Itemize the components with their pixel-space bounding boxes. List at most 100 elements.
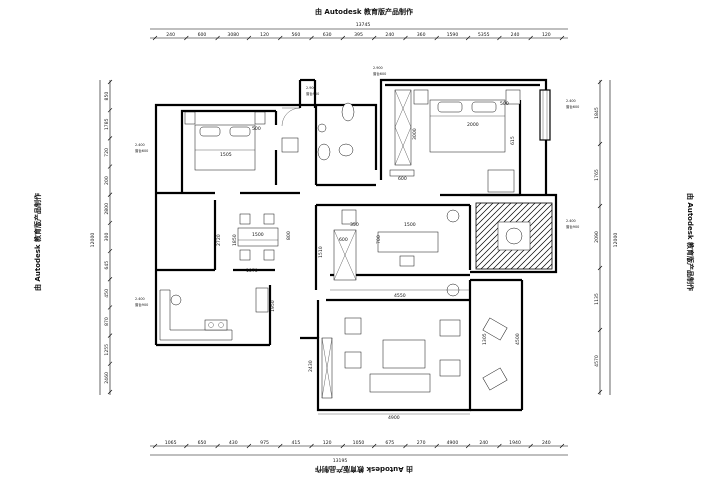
svg-text:3000: 3000 (412, 128, 418, 140)
left-dimension-lines: 12000 8501785720200280030064545087012552… (90, 79, 113, 395)
svg-text:800: 800 (286, 231, 292, 240)
bottom-dim-segment-label: 415 (291, 440, 300, 446)
bottom-dim-tick (309, 443, 314, 449)
left-dim-tick (107, 192, 113, 197)
right-dim-segment-label: 1135 (594, 293, 600, 305)
study-desk (377, 209, 460, 267)
top-dim-segment-label: 120 (260, 32, 269, 38)
svg-text:600: 600 (339, 237, 348, 243)
bottom-dim-tick (497, 443, 502, 449)
top-dim-tick (528, 35, 533, 41)
left-total-dim: 12000 (90, 233, 96, 248)
bottom-dim-tick (152, 443, 158, 449)
right-dim-tick (597, 389, 603, 395)
top-dim-tick (403, 35, 408, 41)
bottom-total-dim: 13195 (333, 458, 348, 464)
svg-text:2.900: 2.900 (306, 86, 316, 90)
svg-text:1950: 1950 (270, 300, 276, 312)
right-dim-segment-label: 4570 (594, 355, 600, 367)
top-dim-segment-label: 240 (166, 32, 175, 38)
left-dim-segment-label: 1255 (104, 344, 110, 356)
elevation-tags: 2.900 窗台900 2.900 窗台600 2.400 窗台600 2.40… (135, 66, 579, 307)
right-total-dim: 12000 (613, 233, 619, 248)
elevation-tag-3: 2.400 窗台600 (135, 143, 148, 153)
elevation-tag-6: 2.400 窗台900 (566, 219, 579, 229)
svg-text:4500: 4500 (515, 333, 521, 345)
svg-text:500: 500 (252, 126, 261, 132)
svg-text:500: 500 (500, 101, 509, 107)
svg-text:1850: 1850 (232, 234, 238, 246)
svg-text:2720: 2720 (216, 234, 222, 246)
elevation-tag-5: 2.400 窗台600 (566, 99, 579, 109)
bottom-dim-tick (371, 443, 377, 449)
top-dim-tick (152, 35, 158, 41)
bathroom-fixtures (281, 102, 355, 161)
svg-text:窗台900: 窗台900 (306, 91, 319, 96)
dining-table (237, 213, 279, 261)
right-dim-tick (597, 327, 603, 333)
bottom-dim-segment-label: 650 (198, 440, 207, 446)
bottom-dim-tick (278, 443, 283, 449)
master-bed (389, 89, 521, 193)
left-dim-tick (107, 333, 113, 338)
left-dim-tick (107, 79, 113, 85)
right-dim-segment-label: 2090 (594, 231, 600, 243)
top-dim-tick (278, 35, 283, 41)
left-dim-segment-label: 2800 (104, 203, 110, 215)
svg-text:2.400: 2.400 (135, 297, 145, 301)
left-dim-segment-label: 300 (104, 233, 110, 242)
left-dim-segment-label: 1785 (104, 118, 110, 130)
top-dim-tick (215, 35, 220, 41)
wardrobes (321, 89, 412, 399)
kitchen-counter (159, 287, 269, 341)
svg-text:2000: 2000 (467, 122, 479, 128)
top-dim-segment-label: 1590 (447, 32, 459, 38)
elevation-tag-1: 2.900 窗台900 (306, 86, 319, 96)
bottom-dim-segment-label: 1050 (353, 440, 365, 446)
svg-text:1305: 1305 (482, 333, 488, 345)
bottom-dim-tick (403, 443, 408, 449)
watermark-top: 由 Autodesk 教育版产品制作 (315, 7, 413, 16)
top-dim-segment-label: 560 (291, 32, 300, 38)
left-dim-segment-label: 850 (104, 92, 110, 101)
bottom-dim-segment-label: 430 (229, 440, 238, 446)
bottom-dim-tick (246, 443, 252, 449)
svg-text:2.400: 2.400 (566, 99, 576, 103)
bottom-dim-segment-label: 270 (417, 440, 426, 446)
top-dim-segment-label: 120 (542, 32, 551, 38)
top-dim-tick (184, 35, 189, 41)
top-dim-segment-label: 600 (198, 32, 207, 38)
bottom-dim-segment-label: 4900 (447, 440, 459, 446)
second-bed (184, 111, 266, 171)
top-dim-tick (465, 35, 471, 41)
svg-text:1510: 1510 (318, 246, 324, 258)
svg-text:2430: 2430 (308, 360, 314, 372)
top-dim-segment-label: 5355 (478, 32, 490, 38)
right-dim-tick (597, 79, 603, 85)
bottom-dim-segment-label: 240 (542, 440, 551, 446)
bottom-dim-tick (184, 443, 189, 449)
svg-text:615: 615 (510, 136, 516, 145)
top-dim-tick (497, 35, 502, 41)
top-dim-segment-label: 360 (417, 32, 426, 38)
bottom-dim-segment-label: 975 (260, 440, 269, 446)
top-dim-tick (246, 35, 252, 41)
left-dim-tick (107, 305, 113, 310)
bottom-dim-tick (340, 443, 346, 449)
bottom-dim-segment-label: 120 (323, 440, 332, 446)
top-dim-segment-label: 240 (511, 32, 520, 38)
top-dim-segment-label: 240 (385, 32, 394, 38)
svg-text:窗台600: 窗台600 (566, 104, 579, 109)
left-dim-segment-label: 2460 (104, 372, 110, 384)
living-furniture (341, 209, 508, 393)
right-dim-tick (597, 203, 603, 209)
top-dim-tick (371, 35, 377, 41)
svg-text:2.400: 2.400 (135, 143, 145, 147)
elevation-tag-4: 2.400 窗台900 (135, 297, 148, 307)
bottom-dim-tick (465, 443, 471, 449)
top-total-dim: 13745 (356, 22, 371, 28)
left-dim-tick (107, 220, 113, 226)
left-dim-tick (107, 248, 113, 254)
